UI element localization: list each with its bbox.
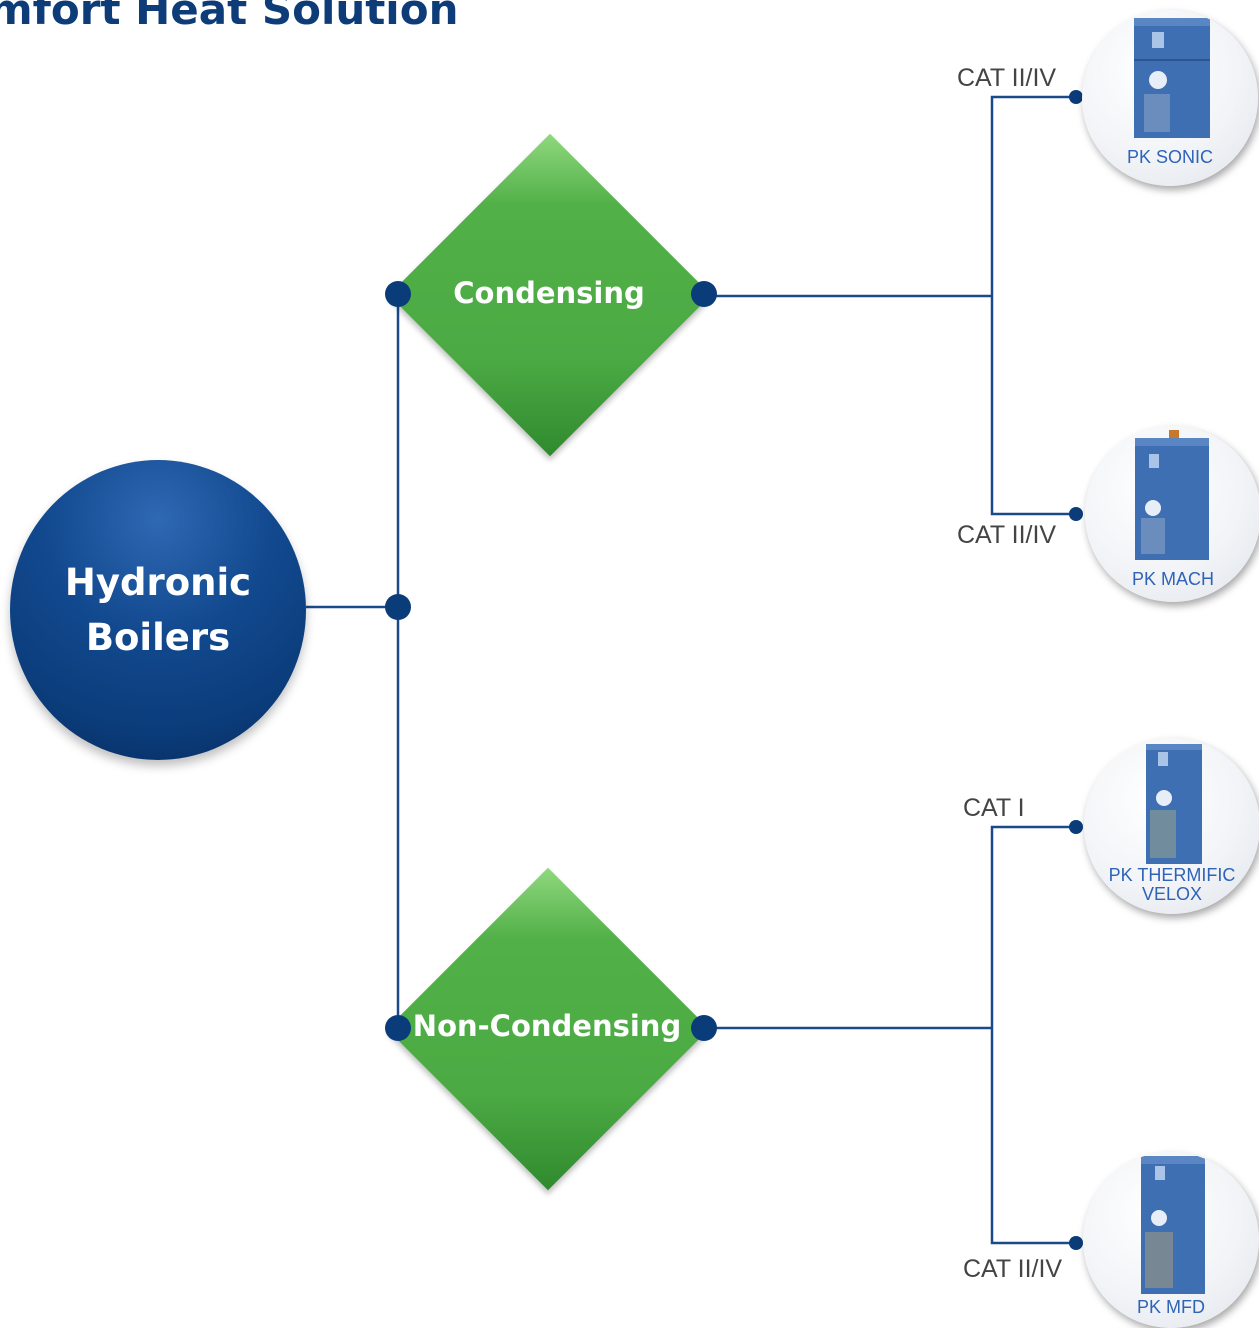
cat-label: CAT II/IV <box>957 521 1057 549</box>
product-pk-mfd[interactable]: PK MFD <box>1083 1152 1259 1328</box>
junction-dot <box>1069 1236 1083 1250</box>
boiler-image <box>1146 744 1202 864</box>
non-condensing-label: Non-Condensing <box>412 1009 682 1043</box>
product-pk-mach[interactable]: PK MACH <box>1085 426 1259 602</box>
cat-label: CAT II/IV <box>963 1255 1063 1283</box>
hub-label: Hydronic Boilers <box>64 561 252 659</box>
cat-label: CAT I <box>963 794 1025 822</box>
product-name: PK MACH <box>1131 569 1214 589</box>
product-pk-thermific-velox[interactable]: PK THERMIFIC VELOX <box>1084 738 1259 914</box>
junction-dot <box>1069 507 1083 521</box>
product-name: VELOX <box>1141 884 1203 904</box>
page-title: omfort Heat Solution <box>0 0 459 34</box>
boiler-image <box>1135 430 1209 560</box>
product-name: PK SONIC <box>1126 147 1214 167</box>
cat-label: CAT II/IV <box>957 64 1057 92</box>
boiler-image <box>1141 1156 1205 1294</box>
product-name: PK THERMIFIC <box>1108 865 1236 885</box>
junction-dot <box>385 594 411 620</box>
junction-dot <box>1069 90 1083 104</box>
boiler-image <box>1134 18 1210 138</box>
hydronic-boilers-node[interactable]: Hydronic Boilers <box>10 460 306 760</box>
junction-dot <box>1069 820 1083 834</box>
product-pk-sonic[interactable]: PK SONIC <box>1082 10 1258 186</box>
product-name: PK MFD <box>1136 1297 1205 1317</box>
condensing-label: Condensing <box>453 276 645 310</box>
